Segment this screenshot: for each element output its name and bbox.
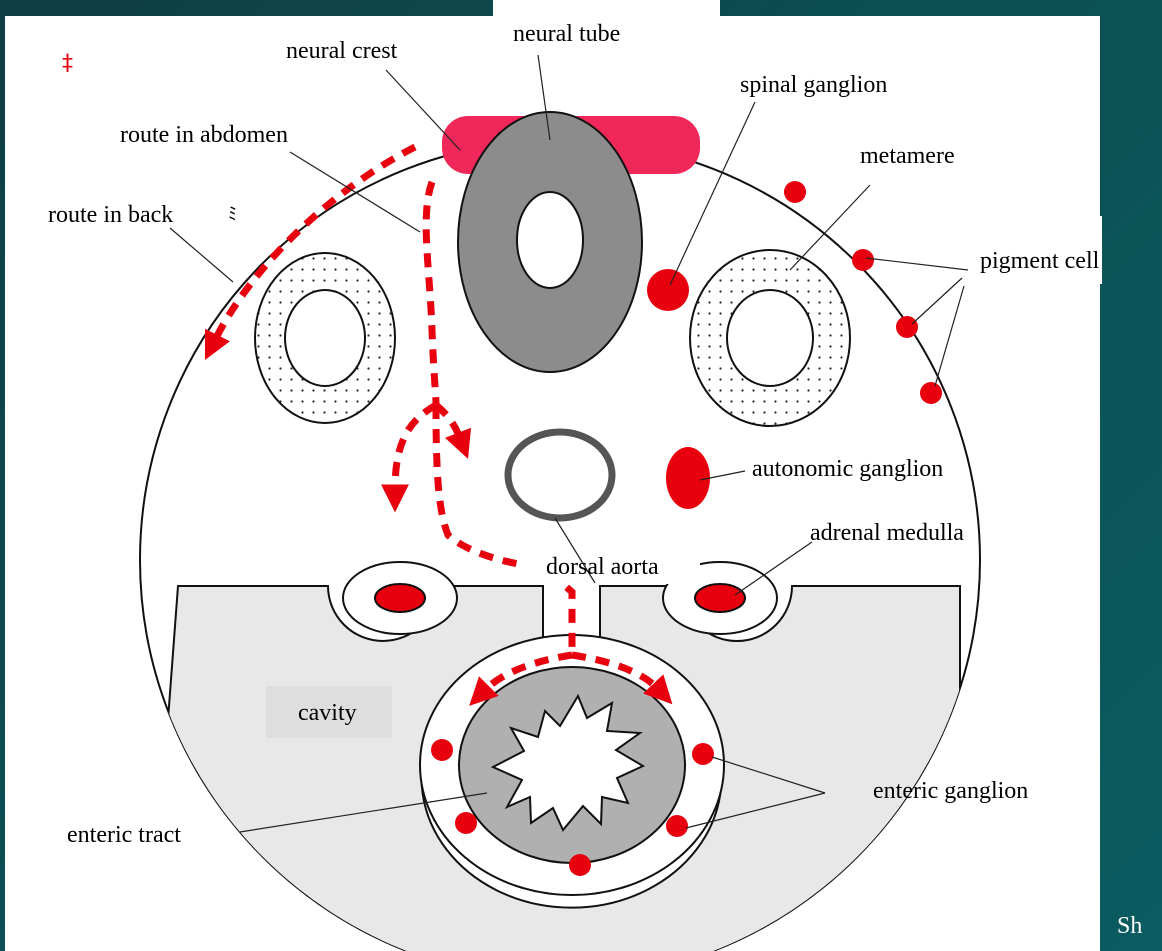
enteric-ganglion-cell-3 bbox=[455, 812, 477, 834]
enteric-ganglion-cell-1 bbox=[431, 739, 453, 761]
label-adrenal-medulla: adrenal medulla bbox=[810, 520, 964, 546]
pigment-cell-3 bbox=[896, 316, 918, 338]
pigment-cell-4 bbox=[920, 382, 942, 404]
label-enteric-tract: enteric tract bbox=[67, 822, 181, 848]
autonomic-ganglion-cell bbox=[666, 447, 710, 509]
spinal-ganglion-cell bbox=[647, 269, 689, 311]
dorsal-aorta bbox=[508, 432, 612, 518]
somite-left-core bbox=[285, 290, 365, 386]
stray-mark: ﾐ bbox=[228, 204, 237, 224]
label-route-back: route in back bbox=[48, 202, 173, 228]
label-enteric-ganglion: enteric ganglion bbox=[873, 778, 1028, 804]
label-metamere: metamere bbox=[860, 143, 955, 169]
label-dorsal-aorta: dorsal aorta bbox=[546, 554, 659, 580]
label-cavity: cavity bbox=[298, 700, 357, 726]
enteric-ganglion-cell-4 bbox=[666, 815, 688, 837]
corner-text: Sh bbox=[1117, 913, 1142, 940]
label-neural-crest: neural crest bbox=[286, 38, 398, 64]
neural-canal bbox=[517, 192, 583, 288]
label-autonomic-ganglion: autonomic ganglion bbox=[752, 456, 943, 482]
label-spinal-ganglion: spinal ganglion bbox=[740, 72, 887, 98]
enteric-ganglion-cell-5 bbox=[569, 854, 591, 876]
somite-right-core bbox=[727, 290, 813, 386]
slide-panel-right bbox=[1100, 216, 1102, 284]
red-marker: ‡ bbox=[62, 51, 73, 76]
label-pigment-cell: pigment cell bbox=[980, 248, 1100, 274]
label-neural-tube: neural tube bbox=[513, 21, 620, 47]
pigment-cell-2 bbox=[852, 249, 874, 271]
right-adrenal-medulla bbox=[695, 584, 745, 612]
pigment-cell-1 bbox=[784, 181, 806, 203]
left-adrenal-medulla bbox=[375, 584, 425, 612]
slide-panel-top bbox=[493, 0, 720, 20]
label-route-abdomen: route in abdomen bbox=[120, 122, 288, 148]
enteric-ganglion-cell-2 bbox=[692, 743, 714, 765]
